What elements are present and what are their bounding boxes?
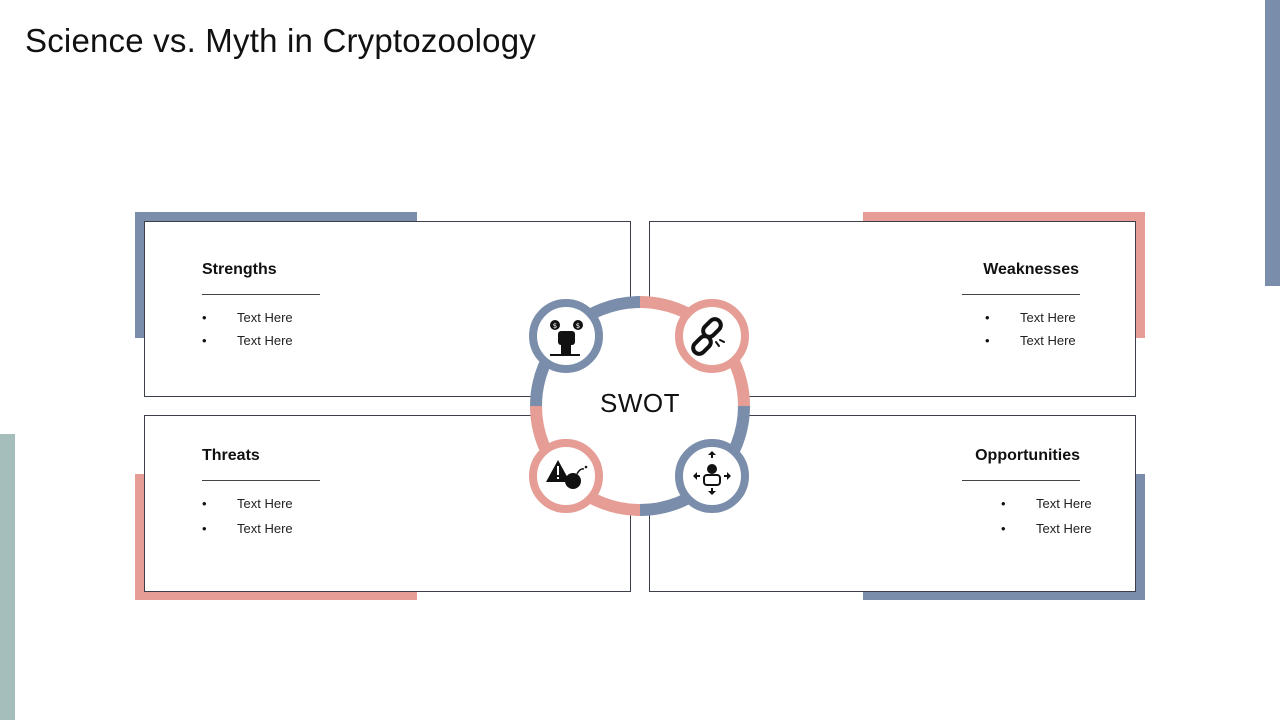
- edge-accent-bar-left: [0, 434, 15, 720]
- list-item: Text Here: [1001, 491, 1092, 516]
- svg-text:$: $: [576, 322, 580, 330]
- weaknesses-divider: [962, 294, 1080, 295]
- strengths-divider: [202, 294, 320, 295]
- opportunities-list: Text Here Text Here: [1001, 491, 1092, 541]
- list-item: Text Here: [1001, 516, 1092, 541]
- list-item: Text Here: [985, 306, 1076, 329]
- edge-accent-bar-right: [1265, 0, 1280, 286]
- broken-link-icon: [691, 317, 725, 356]
- list-item: Text Here: [202, 491, 293, 516]
- opportunities-divider: [962, 480, 1080, 481]
- strengths-list: Text Here Text Here: [202, 306, 293, 352]
- threats-divider: [202, 480, 320, 481]
- weaknesses-node: [675, 299, 749, 373]
- list-item: Text Here: [985, 329, 1076, 352]
- weaknesses-title: Weaknesses: [983, 261, 1079, 278]
- list-item: Text Here: [202, 516, 293, 541]
- svg-text:$: $: [553, 322, 557, 330]
- list-item: Text Here: [202, 306, 293, 329]
- warning-bomb-icon: [546, 460, 588, 489]
- person-arrows-icon: [693, 451, 731, 495]
- weaknesses-list: Text Here Text Here: [985, 306, 1076, 352]
- swot-wheel: $ $: [529, 296, 750, 516]
- threats-title: Threats: [202, 447, 260, 464]
- swot-center-label: SWOT: [600, 388, 680, 418]
- opportunities-title: Opportunities: [975, 447, 1080, 464]
- threats-list: Text Here Text Here: [202, 491, 293, 541]
- strengths-title: Strengths: [202, 261, 277, 278]
- list-item: Text Here: [202, 329, 293, 352]
- page-title: Science vs. Myth in Cryptozoology: [25, 22, 536, 59]
- raised-fist-coins-icon: $ $: [550, 320, 583, 356]
- threats-node: [529, 439, 603, 513]
- strengths-node: $ $: [529, 299, 603, 373]
- opportunities-node: [675, 439, 749, 513]
